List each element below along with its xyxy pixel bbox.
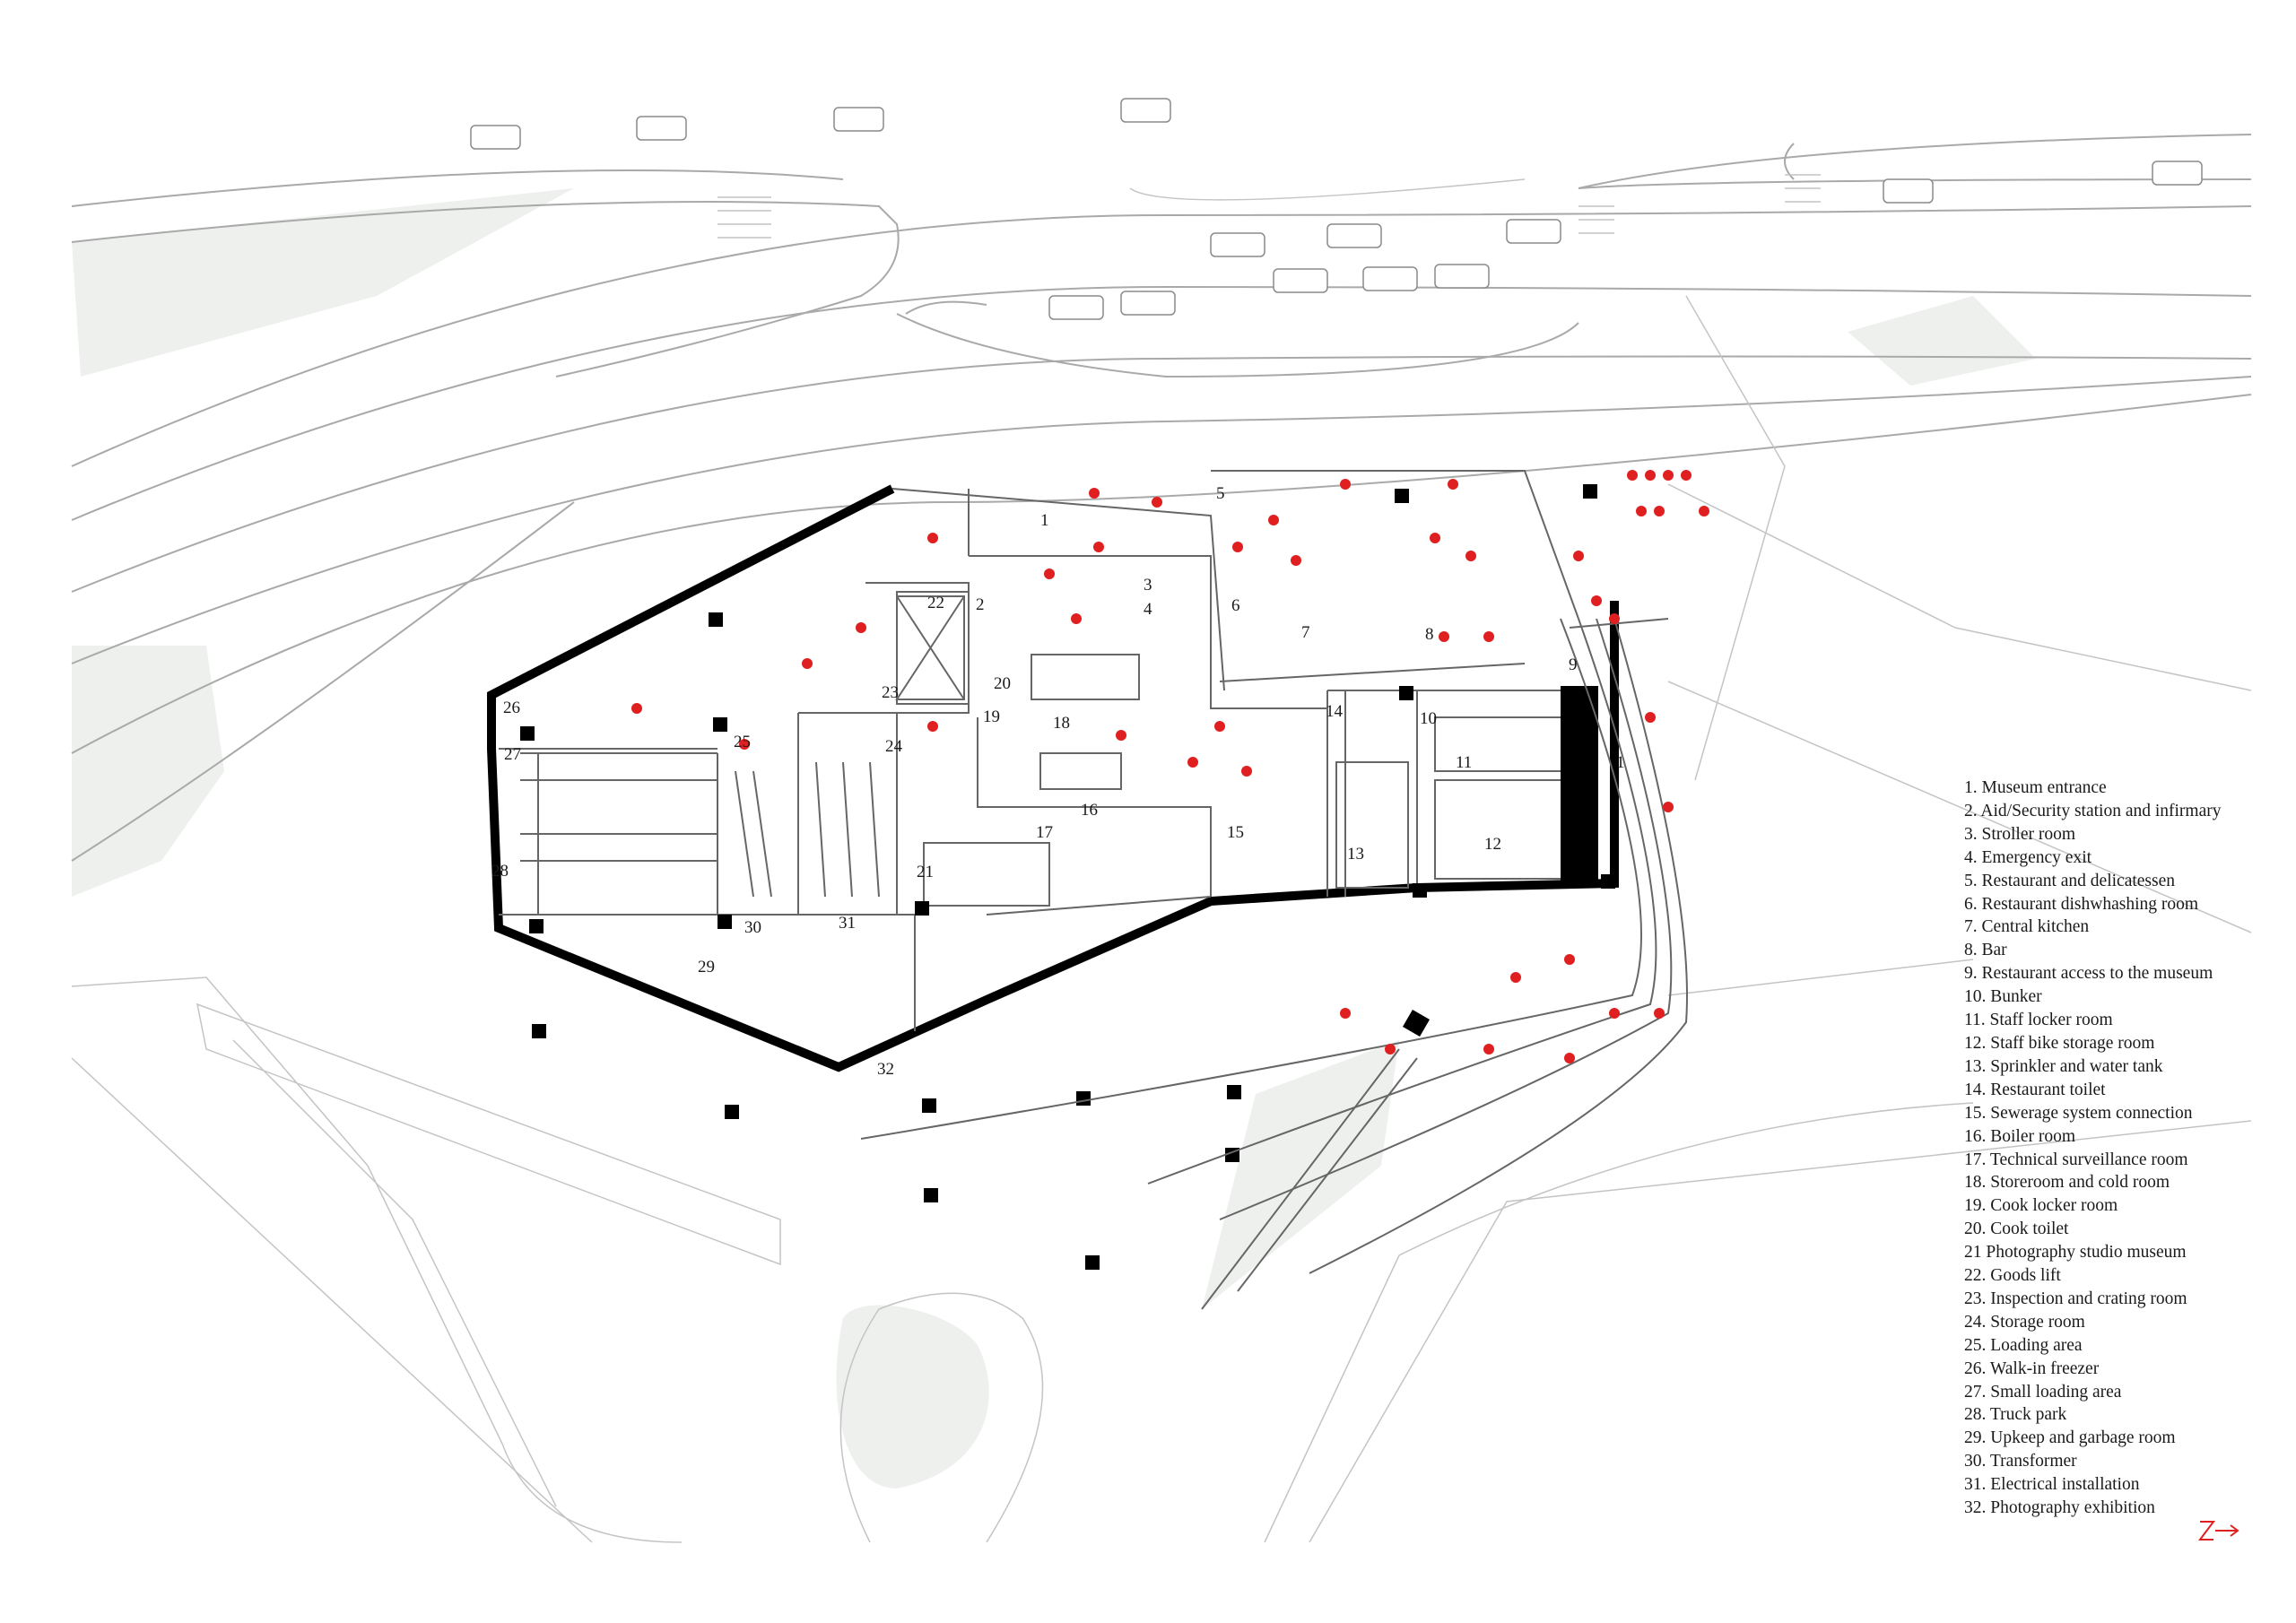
- legend-item: 22. Goods lift: [1964, 1266, 2061, 1286]
- room-label: 4: [1144, 600, 1152, 619]
- legend-item: 16. Boiler room: [1964, 1126, 2076, 1146]
- legend-item: 24. Storage room: [1964, 1312, 2085, 1332]
- legend-item: 2. Aid/Security station and infirmary: [1964, 801, 2222, 820]
- room-label: 5: [1216, 484, 1225, 503]
- legend-item: 17. Technical surveillance room: [1964, 1150, 2188, 1169]
- room-label: 32: [877, 1060, 894, 1079]
- legend-item: 19. Cook locker room: [1964, 1196, 2118, 1216]
- legend-item: 12. Staff bike storage room: [1964, 1033, 2155, 1053]
- room-label: 8: [1425, 625, 1434, 644]
- room-label: 10: [1420, 709, 1437, 728]
- pillars: [520, 484, 1615, 1270]
- legend-item: 29. Upkeep and garbage room: [1964, 1428, 2176, 1448]
- room-label: 25: [734, 733, 751, 751]
- legend: 1. Museum entrance 2. Aid/Security statio…: [1964, 777, 2269, 1520]
- legend-item: 8. Bar: [1964, 941, 2007, 960]
- legend-item: 23. Inspection and crating room: [1964, 1289, 2187, 1308]
- room-label: 30: [744, 918, 761, 937]
- room-label: 14: [1326, 702, 1344, 721]
- landscape: [72, 188, 2036, 1488]
- legend-item: 1. Museum entrance: [1964, 778, 2107, 797]
- room-label: 2: [976, 595, 985, 614]
- people: [631, 470, 1709, 1063]
- legend-item: 27. Small loading area: [1964, 1382, 2122, 1402]
- room-label: 26: [503, 699, 520, 717]
- room-label: 17: [1036, 823, 1053, 842]
- legend-item: 31. Electrical installation: [1964, 1475, 2140, 1495]
- legend-item: 18. Storeroom and cold room: [1964, 1173, 2170, 1193]
- north-arrow-icon: [2198, 1521, 2239, 1541]
- room-label: 1: [1040, 511, 1049, 530]
- legend-item: 6. Restaurant dishwhashing room: [1964, 894, 2199, 914]
- room-label: 29: [698, 958, 715, 976]
- room-label: 21: [917, 863, 934, 881]
- room-label: 23: [882, 683, 899, 702]
- legend-item: 30. Transformer: [1964, 1452, 2077, 1471]
- room-label: 27: [504, 745, 521, 764]
- room-label: 28: [491, 862, 509, 881]
- legend-item: 4. Emergency exit: [1964, 847, 2092, 867]
- room-label: 12: [1484, 835, 1501, 854]
- legend-item: 21 Photography studio museum: [1964, 1243, 2187, 1263]
- legend-item: 10. Bunker: [1964, 987, 2042, 1007]
- legend-item: 5. Restaurant and delicatessen: [1964, 871, 2175, 890]
- room-label: 6: [1231, 596, 1240, 615]
- room-label: 3: [1144, 576, 1152, 595]
- building: [487, 470, 1669, 1072]
- legend-item: 32. Photography exhibition: [1964, 1498, 2155, 1518]
- room-label: 13: [1347, 845, 1364, 864]
- room-label: 15: [1227, 823, 1244, 842]
- legend-item: 15. Sewerage system connection: [1964, 1103, 2193, 1123]
- room-label: 9: [1569, 655, 1578, 674]
- legend-item: 25. Loading area: [1964, 1335, 2083, 1355]
- parked-cars: [470, 98, 2203, 320]
- room-label: 24: [885, 737, 903, 756]
- room-label: 19: [983, 707, 1000, 726]
- legend-item: 9. Restaurant access to the museum: [1964, 964, 2213, 984]
- room-label: 31: [839, 914, 856, 933]
- legend-item: 28. Truck park: [1964, 1405, 2067, 1425]
- room-label: 16: [1081, 801, 1098, 820]
- room-label: 20: [994, 674, 1011, 693]
- legend-item: 20. Cook toilet: [1964, 1219, 2069, 1239]
- legend-item: 3. Stroller room: [1964, 824, 2076, 844]
- room-label: 18: [1053, 714, 1070, 733]
- room-label: 7: [1301, 623, 1310, 642]
- legend-item: 14. Restaurant toilet: [1964, 1080, 2106, 1099]
- legend-item: 7. Central kitchen: [1964, 917, 2090, 937]
- room-numbers: 1 1 2 3 4 5 6 7 8 9 10 11 12 13 14 15 16…: [491, 484, 1625, 1079]
- legend-item: 26. Walk-in freezer: [1964, 1358, 2100, 1378]
- room-label: 11: [1456, 753, 1472, 772]
- roads: [71, 134, 2252, 1543]
- room-label: 22: [927, 594, 944, 612]
- ramps: [860, 618, 1688, 1310]
- legend-item: 13. Sprinkler and water tank: [1964, 1056, 2163, 1076]
- room-label: 1: [1616, 753, 1625, 772]
- legend-item: 11. Staff locker room: [1964, 1011, 2113, 1030]
